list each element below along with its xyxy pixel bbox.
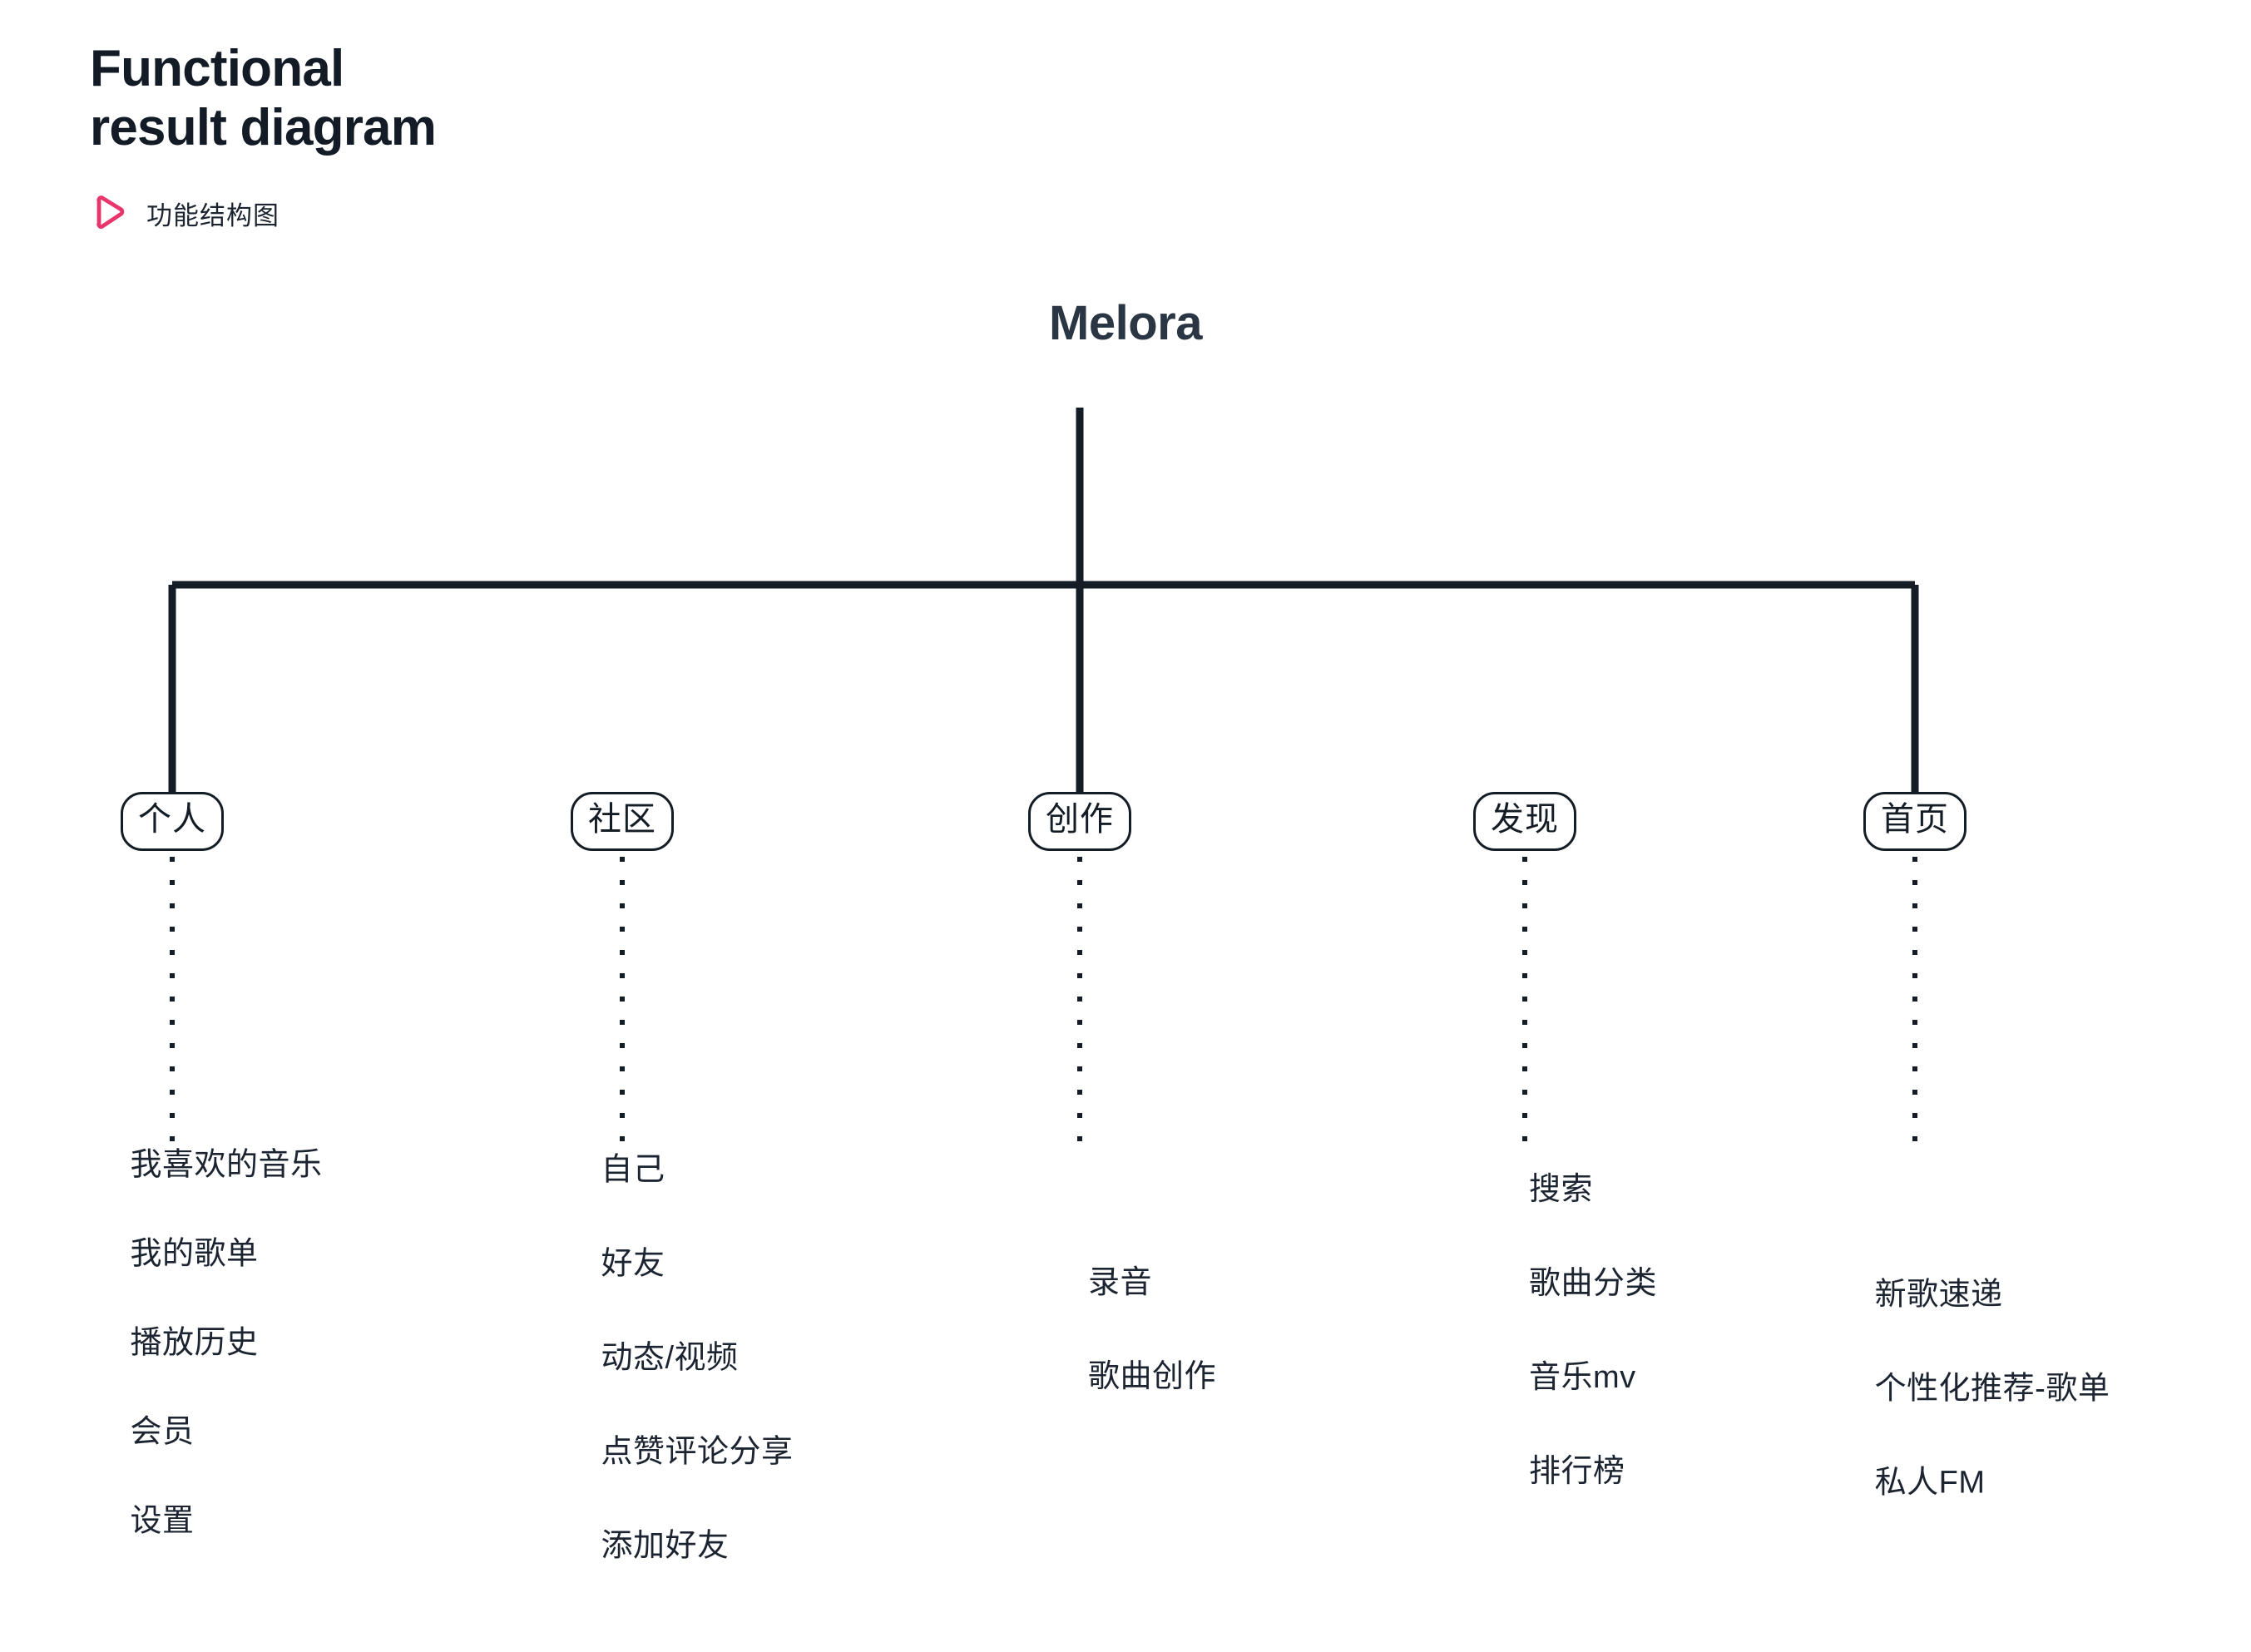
- branch-node-label: 发现: [1491, 801, 1559, 838]
- branch-node-discover[interactable]: 发现: [1473, 792, 1576, 851]
- leaf-item[interactable]: 个性化推荐-歌单: [1874, 1371, 2110, 1407]
- branch-node-personal[interactable]: 个人: [121, 792, 224, 851]
- leaf-item[interactable]: 音乐mv: [1528, 1360, 1636, 1395]
- branch-node-community[interactable]: 社区: [571, 792, 674, 851]
- leaf-item[interactable]: 歌曲分类: [1528, 1266, 1658, 1301]
- branch-node-create[interactable]: 创作: [1028, 792, 1131, 851]
- leaf-item[interactable]: 排行榜: [1528, 1454, 1625, 1489]
- leaf-list-create: 录音歌曲创作: [1088, 1256, 1216, 1396]
- page-title: Functional result diagram: [90, 40, 437, 156]
- leaf-item[interactable]: 搜索: [1528, 1172, 1594, 1207]
- leaf-item[interactable]: 我的歌单: [130, 1236, 259, 1272]
- leaf-item[interactable]: 私人FM: [1874, 1465, 1986, 1501]
- play-triangle-icon: [96, 195, 125, 230]
- subtitle-label: 功能结构图: [146, 200, 280, 230]
- leaf-list-personal: 我喜欢的音乐我的歌单播放历史会员设置: [130, 1139, 322, 1541]
- leaf-item[interactable]: 播放历史: [130, 1325, 259, 1361]
- leaf-item[interactable]: 添加好友: [601, 1528, 730, 1564]
- leaf-item[interactable]: 新歌速递: [1874, 1277, 2003, 1313]
- subtitle-row: 功能结构图: [90, 194, 839, 232]
- branch-node-home[interactable]: 首页: [1863, 792, 1967, 851]
- leaf-list-home: 新歌速递个性化推荐-歌单私人FM: [1875, 1269, 2110, 1502]
- page-header: Functional result diagram 功能结构图: [90, 40, 839, 232]
- branch-node-label: 社区: [588, 801, 656, 838]
- leaf-item[interactable]: 设置: [130, 1503, 195, 1539]
- leaf-item[interactable]: 好友: [601, 1246, 665, 1282]
- leaf-item[interactable]: 我喜欢的音乐: [130, 1147, 323, 1183]
- branch-node-label: 创作: [1046, 801, 1114, 838]
- leaf-item[interactable]: 录音: [1087, 1265, 1153, 1300]
- leaf-item[interactable]: 动态/视频: [601, 1340, 739, 1376]
- branch-node-label: 首页: [1881, 801, 1949, 838]
- branch-node-label: 个人: [138, 801, 206, 838]
- leaf-list-discover: 搜索歌曲分类音乐mv 排行榜: [1529, 1163, 1657, 1491]
- leaf-item[interactable]: 会员: [130, 1414, 195, 1450]
- leaf-item[interactable]: 歌曲创作: [1087, 1359, 1217, 1394]
- leaf-list-community: 自己好友动态/视频点赞评论分享添加好友: [601, 1144, 793, 1565]
- leaf-item[interactable]: 自己: [601, 1152, 665, 1188]
- leaf-item[interactable]: 点赞评论分享: [601, 1434, 794, 1470]
